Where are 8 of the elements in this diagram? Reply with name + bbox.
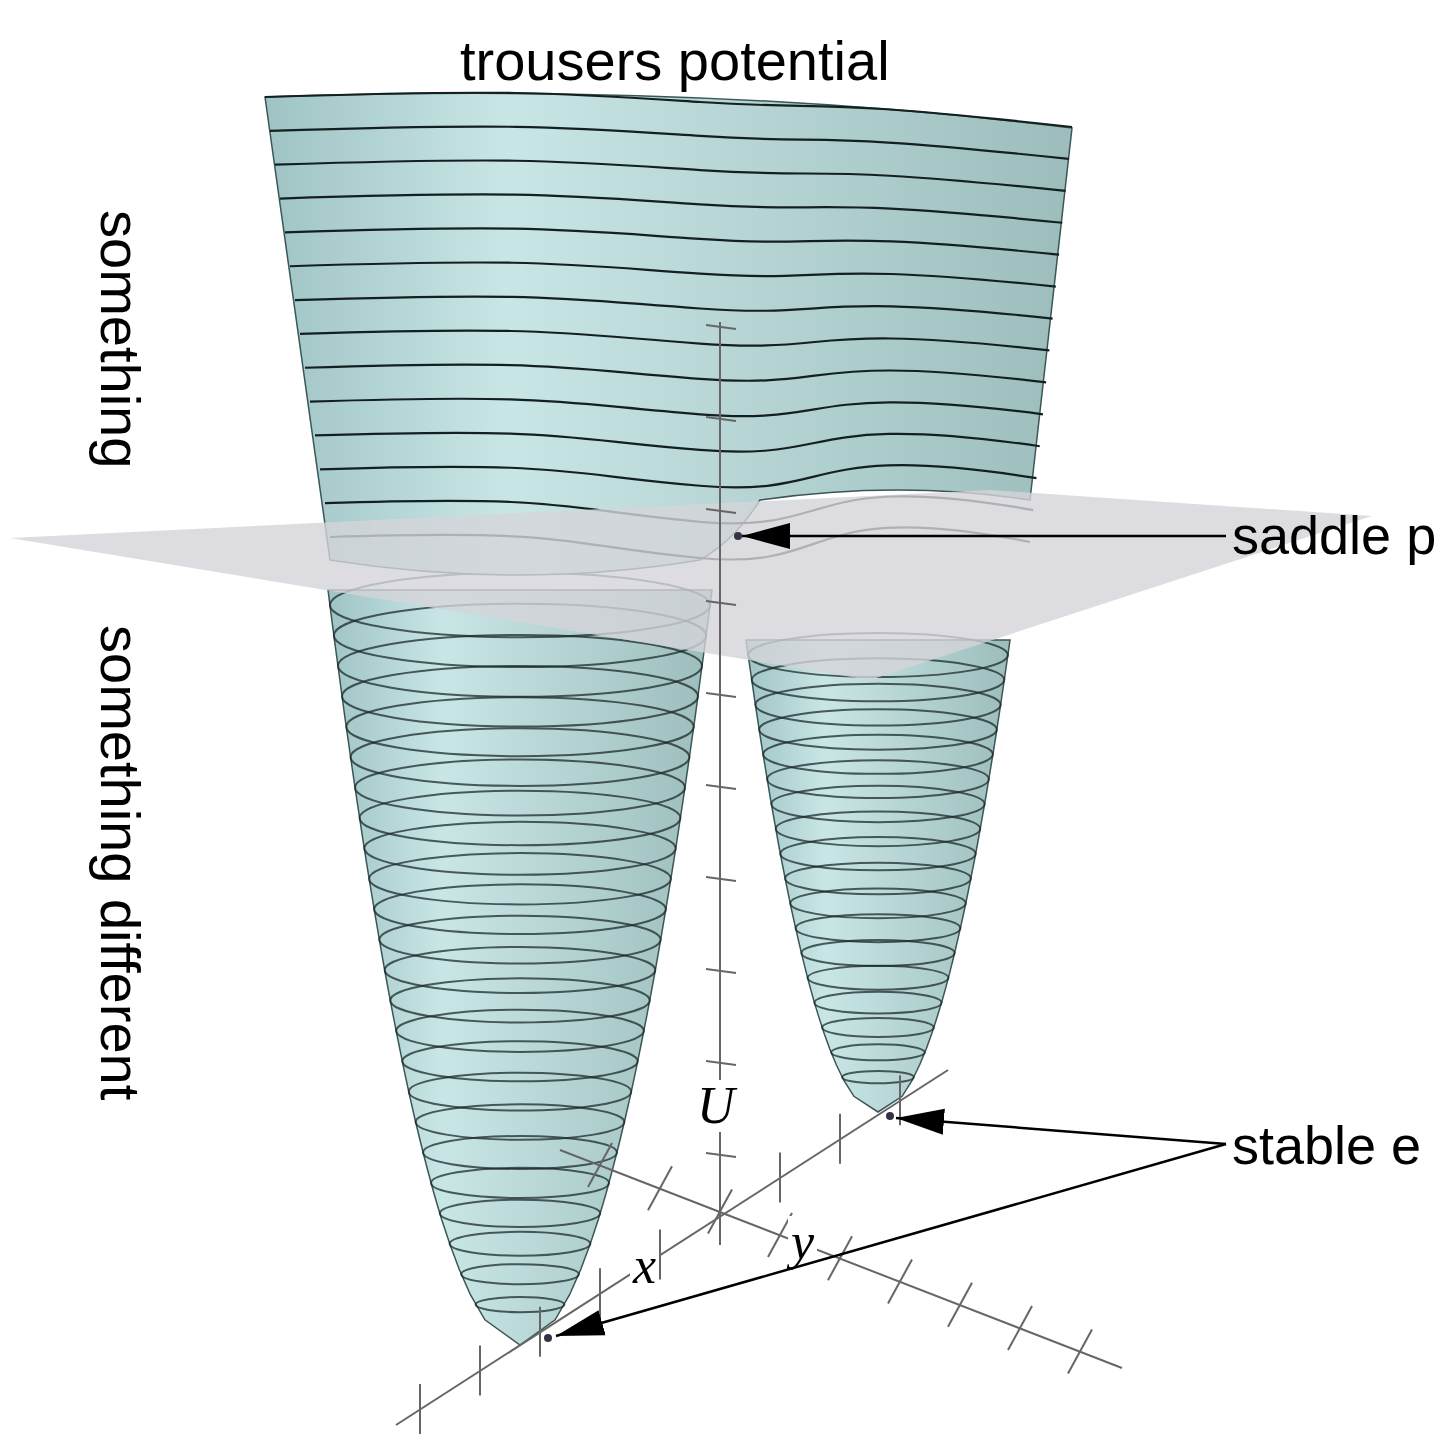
surface-point xyxy=(544,1334,552,1342)
leader-arrow xyxy=(742,523,1226,549)
leader-arrow xyxy=(555,1142,1227,1338)
diagram-title: trousers potential xyxy=(460,30,890,92)
surface-point xyxy=(886,1112,894,1120)
callout-label: saddle p xyxy=(1232,506,1437,566)
surface-point xyxy=(734,532,742,540)
callout-label: stable e xyxy=(1232,1116,1422,1176)
